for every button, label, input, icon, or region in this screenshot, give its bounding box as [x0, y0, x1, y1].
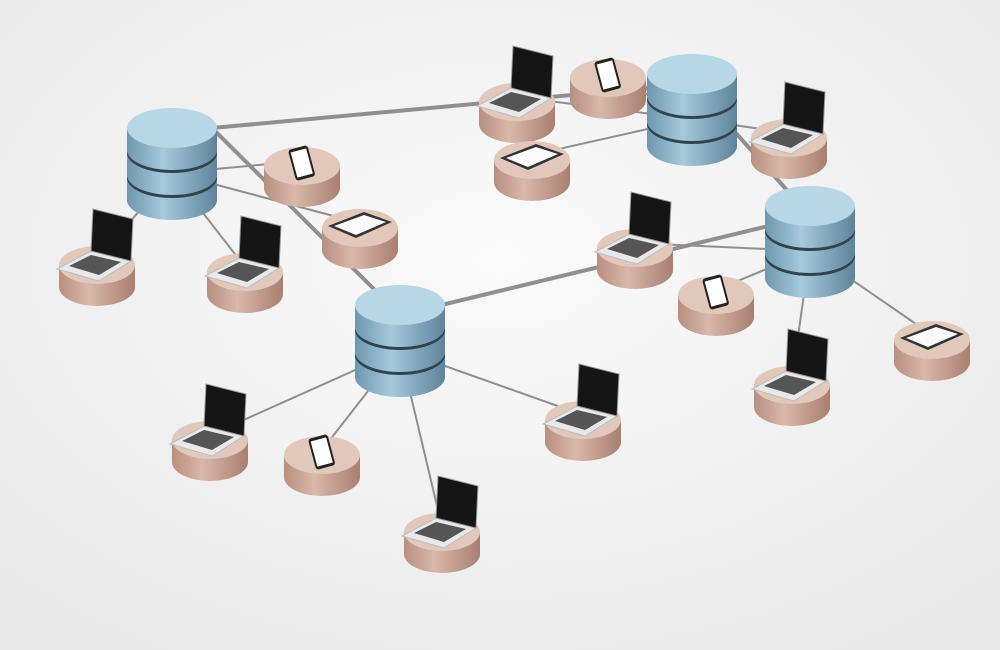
- server-link-cable: [210, 126, 402, 317]
- smartphone-icon: [308, 434, 335, 470]
- laptop-icon: [475, 45, 554, 119]
- device-node-phone: [284, 434, 360, 496]
- device-node-laptop: [475, 45, 555, 143]
- laptop-icon: [400, 475, 479, 549]
- device-node-laptop: [747, 81, 827, 179]
- tablet-icon: [900, 324, 964, 350]
- laptop-icon: [168, 383, 247, 457]
- nodes: [55, 45, 970, 573]
- smartphone-icon: [288, 145, 315, 181]
- smartphone-icon: [702, 274, 729, 310]
- device-node-laptop: [203, 215, 283, 313]
- laptop-icon: [593, 191, 672, 265]
- device-node-laptop: [400, 475, 480, 573]
- device-node-laptop: [593, 191, 673, 289]
- device-node-phone: [678, 274, 754, 336]
- device-node-laptop: [168, 383, 248, 481]
- device-node-laptop: [541, 363, 621, 461]
- laptop-icon: [55, 208, 134, 282]
- device-node-laptop: [750, 328, 830, 426]
- device-node-tablet: [494, 141, 570, 201]
- device-node-laptop: [55, 208, 135, 306]
- laptop-icon: [203, 215, 282, 289]
- database-server-icon: [647, 54, 737, 166]
- tablet-icon: [500, 144, 564, 170]
- device-node-phone: [570, 57, 646, 119]
- database-server-icon: [127, 108, 217, 220]
- device-node-tablet: [322, 209, 398, 269]
- laptop-icon: [541, 363, 620, 437]
- database-server-icon: [765, 186, 855, 298]
- device-node-tablet: [894, 321, 970, 381]
- tablet-icon: [328, 212, 392, 238]
- laptop-icon: [747, 81, 826, 155]
- laptop-icon: [750, 328, 829, 402]
- smartphone-icon: [594, 57, 621, 93]
- database-server-icon: [355, 285, 445, 397]
- device-node-phone: [264, 145, 340, 207]
